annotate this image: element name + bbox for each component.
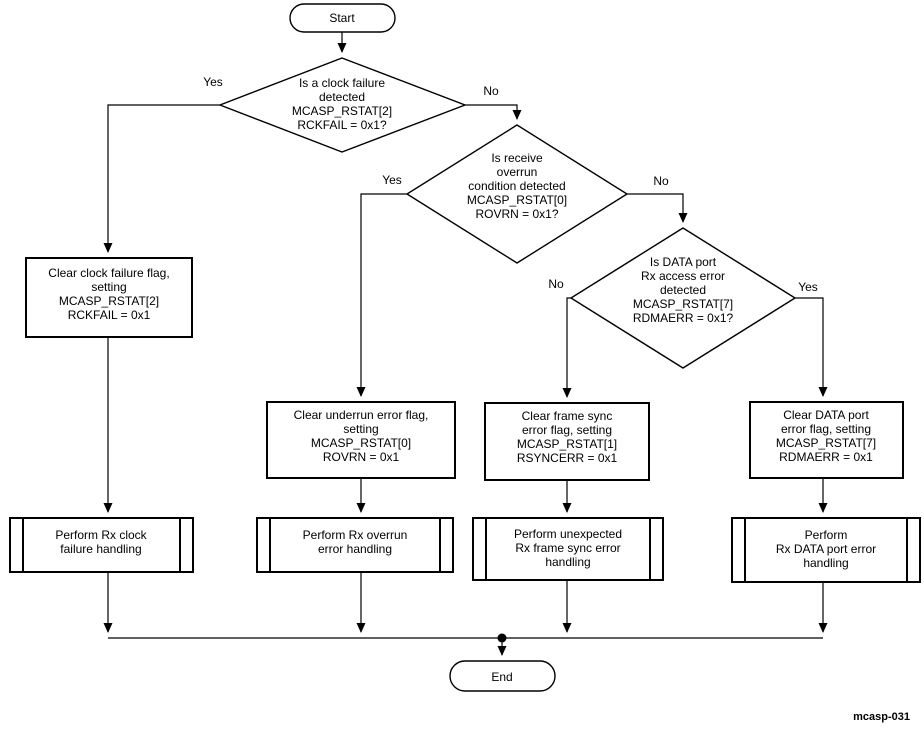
start-shape [289,3,396,33]
subroutine-rx-clock-failure: Perform Rx clock failure handling [9,517,194,573]
process-clear-clock-failure-text-line: RCKFAIL = 0x1 [68,308,151,322]
subroutine-rx-framesync-text-line: Perform unexpected [514,527,622,541]
process-clear-dataport-shape [749,401,904,479]
figure-id-label: mcasp-031 [853,711,910,723]
subroutine-rx-dataport-text-line: Perform [805,528,848,542]
edge-dataport-no [562,297,572,398]
edge-label-no: No [653,174,669,188]
subroutine-rx-overrun-text-line: error handling [318,542,392,556]
process-clear-clock-failure: Clear clock failure flag, setting MCASP_… [25,257,193,338]
subroutine-rx-overrun: Perform Rx overrun error handling [256,517,454,573]
decision-receive-overrun-text-line: Is receive [491,151,543,165]
subroutine-rx-overrun-text-line: Perform Rx overrun [303,528,408,542]
edge-overrun-yes [356,193,407,397]
decision-dataport-error-text-line: detected [660,283,706,297]
edge-labels: Yes No Yes No No Yes [203,75,818,294]
subroutine-rx-framesync-text-line: Rx frame sync error [515,541,620,555]
decision-dataport-error: Is DATA port Rx access error detected MC… [569,227,797,369]
decision-receive-overrun-text-line: ROVRN = 0x1? [475,207,558,221]
decision-receive-overrun-text-line: MCASP_RSTAT[0] [467,193,567,207]
process-clear-underrun-shape [266,401,456,479]
process-clear-dataport-text-line: MCASP_RSTAT[7] [776,436,876,450]
edge-overrun-no [627,193,688,223]
edge-label-yes: Yes [798,280,818,294]
edge-label-yes: Yes [382,173,402,187]
start-terminator: Start [289,3,396,33]
process-clear-framesync-text-line: MCASP_RSTAT[1] [517,437,617,451]
decision-dataport-error-text-line: Rx access error [641,269,725,283]
process-clear-framesync-text-line: error flag, setting [522,423,612,437]
decision-dataport-error-text-line: Is DATA port [650,255,717,269]
start-label: Start [329,11,355,25]
process-clear-dataport-text-line: RDMAERR = 0x1 [779,450,873,464]
decision-clock-failure-text-line: MCASP_RSTAT[2] [292,104,392,118]
subroutine-rx-clock-failure-text-line: Perform Rx clock [55,528,147,542]
subroutine-rx-clock-failure-text-line: failure handling [60,542,141,556]
process-clear-dataport-text-line: Clear DATA port [783,408,869,422]
process-clear-clock-failure-text-line: setting [91,280,126,294]
edge-clock-failure-no [465,104,522,120]
process-clear-clock-failure-text-line: Clear clock failure flag, [48,266,169,280]
process-clear-dataport-text-line: error flag, setting [781,422,871,436]
end-shape [449,660,556,692]
edge-label-yes: Yes [203,75,223,89]
process-clear-underrun-text-line: ROVRN = 0x1 [323,450,400,464]
subroutine-rx-dataport-shape [731,517,921,583]
subroutine-rx-dataport: Perform Rx DATA port error handling [731,517,921,583]
subroutine-rx-dataport-text-line: Rx DATA port error [776,542,876,556]
subroutine-rx-framesync-shape [472,517,664,581]
process-clear-framesync-text-line: RSYNCERR = 0x1 [517,451,618,465]
subroutine-rx-overrun-shape [256,517,454,573]
edge-clock-failure-yes [103,104,220,253]
decision-clock-failure-text-line: detected [319,90,365,104]
edge-label-no: No [483,84,499,98]
decision-clock-failure: Is a clock failure detected MCASP_RSTAT[… [218,57,467,153]
process-clear-dataport: Clear DATA port error flag, setting MCAS… [749,401,904,479]
subroutine-rx-framesync-text-line: handling [545,555,590,569]
process-clear-underrun: Clear underrun error flag, setting MCASP… [266,401,456,479]
process-clear-clock-failure-shape [25,257,193,338]
decision-dataport-error-shape [569,227,797,369]
process-clear-framesync-text-line: Clear frame sync [522,409,613,423]
edge-label-no: No [548,277,564,291]
process-clear-underrun-text-line: Clear underrun error flag, [294,408,429,422]
subroutine-rx-dataport-text-line: handling [803,556,848,570]
process-clear-underrun-text-line: MCASP_RSTAT[0] [311,436,411,450]
subroutine-rx-framesync: Perform unexpected Rx frame sync error h… [472,517,664,581]
process-clear-underrun-text-line: setting [343,422,378,436]
decision-receive-overrun: Is receive overrun condition detected MC… [405,124,629,264]
decision-dataport-error-text-line: MCASP_RSTAT[7] [633,297,733,311]
end-label: End [491,670,512,684]
edge-dataport-yes [795,297,828,397]
decision-receive-overrun-text-line: overrun [497,165,538,179]
decision-receive-overrun-shape [405,124,629,264]
decision-clock-failure-text-line: Is a clock failure [299,76,385,90]
decision-receive-overrun-text-line: condition detected [468,179,565,193]
process-clear-framesync: Clear frame sync error flag, setting MCA… [484,402,650,481]
subroutine-rx-clock-failure-shape [9,517,194,573]
process-clear-clock-failure-text-line: MCASP_RSTAT[2] [59,294,159,308]
connectors [103,32,828,656]
process-clear-framesync-shape [484,402,650,481]
decision-dataport-error-text-line: RDMAERR = 0x1? [633,311,734,325]
decision-clock-failure-shape [218,57,467,153]
decision-clock-failure-text-line: RCKFAIL = 0x1? [297,118,387,132]
end-terminator: End [449,660,556,692]
